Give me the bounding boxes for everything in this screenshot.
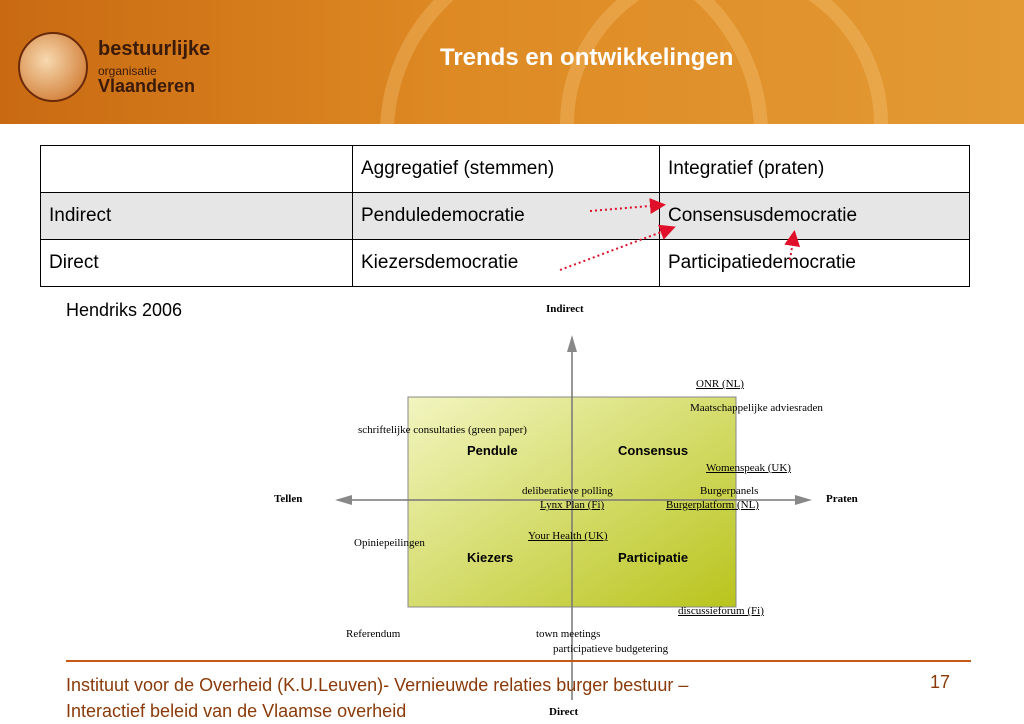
arrow-right-icon <box>795 495 812 505</box>
logo-text: Vlaanderen <box>98 76 196 96</box>
footer-line: Interactief beleid van de Vlaamse overhe… <box>66 701 407 721</box>
item-label: deliberatieve polling <box>522 485 613 497</box>
axis-label-left: Tellen <box>274 493 303 505</box>
trend-arrow <box>559 224 676 271</box>
item-label: Opiniepeilingen <box>354 537 425 549</box>
quadrant-label: Participatie <box>618 550 689 565</box>
table-cell: Indirect <box>40 192 353 240</box>
trend-arrow <box>784 230 801 261</box>
quadrant-label: Consensus <box>618 443 689 458</box>
logo-text: bestuurlijke <box>98 38 211 60</box>
item-label: Lynx Plan (Fi) <box>540 499 605 511</box>
table-cell: Participatiedemocratie <box>659 239 970 287</box>
slide-title: Trends en ontwikkelingen <box>440 44 734 71</box>
header-banner: bestuurlijke organisatie Vlaanderen Tren… <box>0 0 1024 124</box>
footer-divider <box>66 660 971 662</box>
item-label: Burgerpanels <box>700 485 759 497</box>
item-label: participatieve budgetering <box>553 643 669 655</box>
logo-emblem-icon <box>18 32 88 102</box>
table-cell: Penduledemocratie <box>352 192 660 240</box>
item-label: Burgerplatform (NL) <box>666 499 759 511</box>
reference-text: Hendriks 2006 <box>66 300 183 320</box>
table-cell: Direct <box>40 239 353 287</box>
quadrant-label: Kiezers <box>467 550 514 565</box>
item-label: schriftelijke consultaties (green paper) <box>358 424 527 436</box>
axis-label-right: Praten <box>826 493 858 505</box>
logo-text: organisatie <box>98 64 157 78</box>
table-row: Direct Kiezersdemocratie Participatiedem… <box>40 239 970 287</box>
table-cell: Kiezersdemocratie <box>352 239 660 287</box>
axis-label-top: Indirect <box>546 303 584 315</box>
democracy-table: Aggregatief (stemmen) Integratief (prate… <box>40 145 970 287</box>
logo: bestuurlijke organisatie Vlaanderen <box>8 6 211 108</box>
item-label: Your Health (UK) <box>528 530 608 542</box>
footer-text: Instituut voor de Overheid (K.U.Leuven)-… <box>66 672 688 724</box>
item-label: ONR (NL) <box>696 378 744 390</box>
quadrant-label: Pendule <box>467 443 518 458</box>
item-label: discussieforum (Fi) <box>678 605 764 617</box>
page-number: 17 <box>930 672 951 692</box>
item-label: town meetings <box>536 628 601 640</box>
table-cell: Integratief (praten) <box>659 145 970 193</box>
footer-line: Instituut voor de Overheid (K.U.Leuven)-… <box>66 675 689 695</box>
trend-arrow <box>589 198 666 214</box>
arrow-up-icon <box>567 335 577 352</box>
table-cell: Aggregatief (stemmen) <box>352 145 660 193</box>
item-label: Referendum <box>346 628 401 640</box>
item-label: Womenspeak (UK) <box>706 462 791 474</box>
item-label: Maatschappelijke adviesraden <box>690 402 823 414</box>
arrow-left-icon <box>335 495 352 505</box>
axis-label-bottom: Direct <box>549 706 579 718</box>
